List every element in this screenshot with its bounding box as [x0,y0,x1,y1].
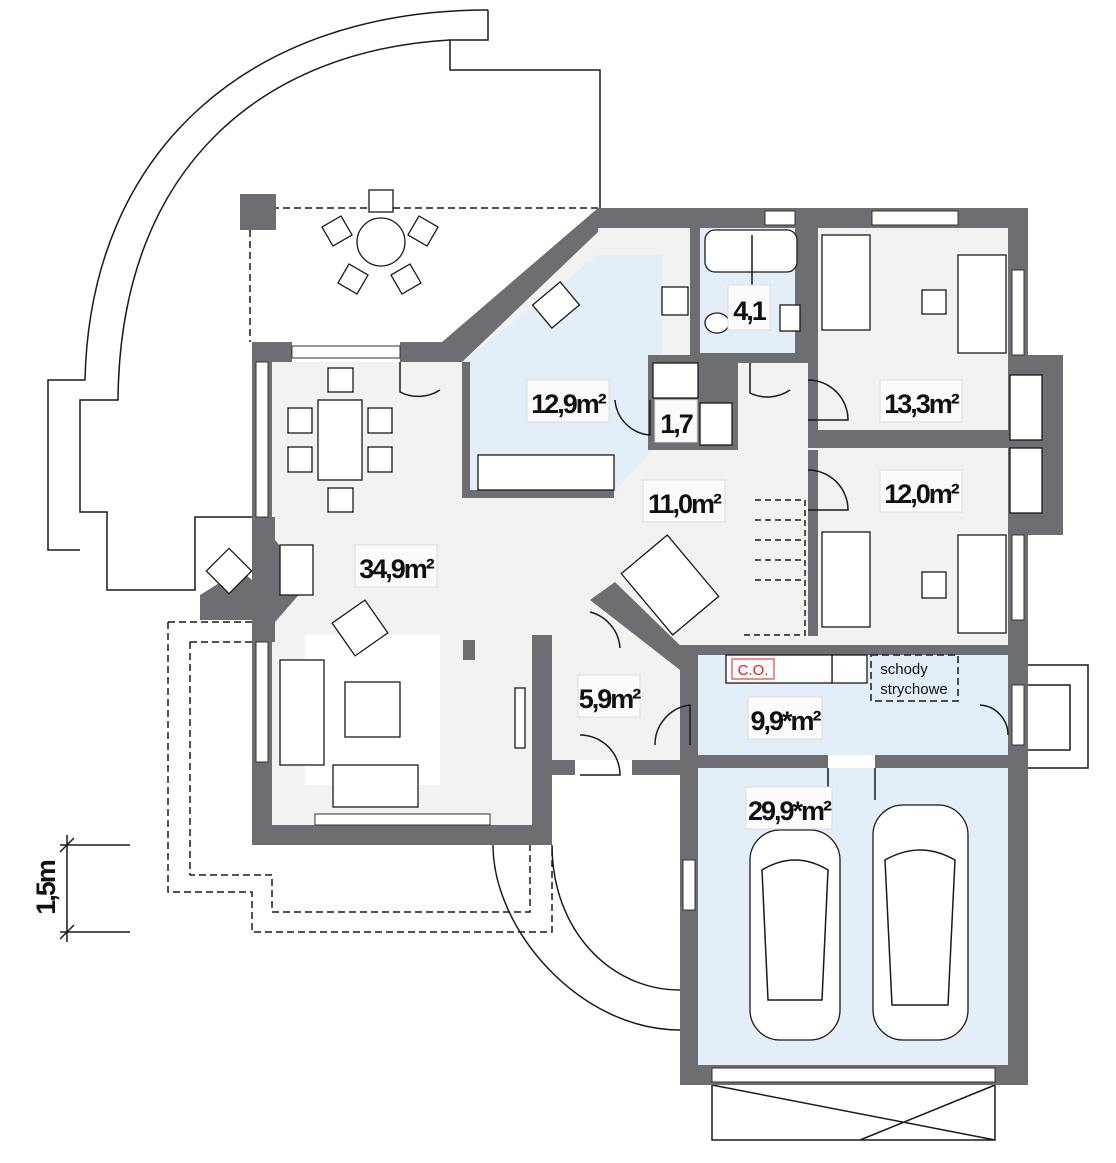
scale-bar: 1,5m [31,835,130,942]
room-label-pantry: 1,7 [660,409,693,439]
terrace-outline [47,9,1089,1141]
boiler-label: C.O. [738,662,769,679]
windows [255,210,1025,1083]
attic-stairs-label-1: schody [880,661,928,678]
room-label-entrance: 5,9m² [579,684,642,714]
room-label-living-room: 34,9m² [359,554,435,584]
terrace-pillar [240,194,276,230]
boiler-label-box [731,658,775,680]
room-label-bedroom-2: 12,0m² [884,479,960,509]
room-label-boiler-room: 9,9*m² [750,706,821,736]
floor [272,228,1008,825]
attic-stairs-outline [870,654,959,702]
room-labels: 4,1 12,9m² 1,7 13,3m² 12,0m² 11,0m² 34,9… [354,284,963,830]
room-label-bedroom-1: 13,3m² [884,389,960,419]
room-label-bathroom: 4,1 [733,296,767,326]
scale-label: 1,5m [31,860,61,915]
kitchen-floor [462,255,662,495]
attic-stairs-label-2: strychowe [880,681,948,698]
furniture [205,189,1043,1041]
doors [399,362,1009,800]
room-label-kitchen: 12,9m² [531,389,607,419]
room-label-hall: 11,0m² [648,489,722,519]
room-label-garage: 29,9*m² [748,796,832,826]
